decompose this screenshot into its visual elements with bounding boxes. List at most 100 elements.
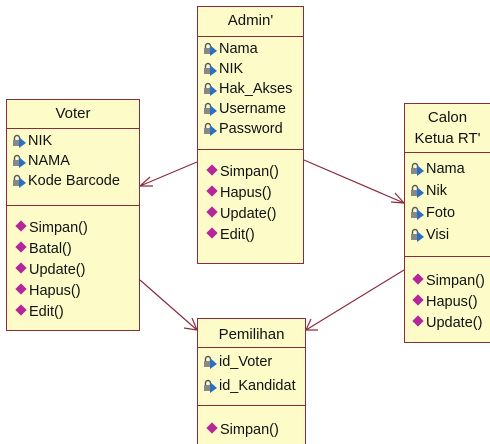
class-admin[interactable]: Admin' Nama NIK Hak_Akses Username Passw… bbox=[197, 6, 304, 264]
attribute-row: Nama bbox=[201, 39, 303, 59]
class-calon-title-line1: Calon bbox=[427, 109, 468, 126]
class-voter[interactable]: Voter NIK NAMA Kode Barcode Simpan() Bat… bbox=[6, 99, 140, 331]
arrow-admin-to-calon bbox=[303, 159, 405, 204]
public-operation-icon bbox=[206, 185, 218, 197]
operation-name: Update() bbox=[29, 262, 86, 278]
arrowhead-pemilihan-right bbox=[305, 318, 318, 331]
attribute-name: NIK bbox=[28, 133, 53, 149]
operation-name: Hapus() bbox=[29, 283, 81, 299]
attribute-name: Foto bbox=[426, 205, 456, 221]
private-attribute-icon bbox=[204, 102, 217, 116]
operation-row: Update() bbox=[412, 313, 490, 334]
attribute-row: Hak_Akses bbox=[201, 79, 303, 99]
class-calon-operations: Simpan() Hapus() Update() bbox=[405, 257, 490, 334]
class-pemilihan-attributes: id_Voter id_Kandidat bbox=[198, 348, 305, 406]
attribute-row: NIK bbox=[10, 131, 139, 151]
attribute-name: Nama bbox=[426, 161, 465, 177]
class-calon-title-line2: Ketua RT' bbox=[414, 130, 481, 147]
operation-row: Simpan() bbox=[206, 162, 303, 183]
private-attribute-icon bbox=[204, 42, 217, 56]
class-admin-attributes: Nama NIK Hak_Akses Username Password bbox=[198, 37, 303, 150]
public-operation-icon bbox=[412, 315, 424, 327]
operation-row: Edit() bbox=[206, 225, 303, 246]
public-operation-icon bbox=[206, 422, 218, 434]
arrow-voter-to-pemilihan bbox=[139, 279, 198, 331]
attribute-row: Password bbox=[201, 119, 303, 139]
attribute-row: Username bbox=[201, 99, 303, 119]
public-operation-icon bbox=[15, 304, 27, 316]
class-calon-ketua-rt[interactable]: Calon Ketua RT' Nama Nik Foto Visi Simpa… bbox=[404, 103, 490, 343]
attribute-row: Visi bbox=[408, 224, 490, 246]
attribute-name: NAMA bbox=[28, 153, 70, 169]
operation-name: Simpan() bbox=[29, 220, 88, 236]
private-attribute-icon bbox=[204, 355, 217, 369]
operation-row: Simpan() bbox=[15, 218, 139, 239]
operation-name: Hapus() bbox=[220, 185, 272, 201]
operation-row: Hapus() bbox=[206, 183, 303, 204]
operation-name: Update() bbox=[426, 315, 483, 331]
operation-row: Batal() bbox=[15, 239, 139, 260]
public-operation-icon bbox=[15, 283, 27, 295]
operation-name: Batal() bbox=[29, 241, 72, 257]
attribute-name: Nama bbox=[219, 41, 258, 57]
class-pemilihan-title: Pemilihan bbox=[198, 319, 305, 348]
operation-name: Simpan() bbox=[426, 273, 485, 289]
private-attribute-icon bbox=[411, 206, 424, 220]
operation-row: Edit() bbox=[15, 302, 139, 323]
private-attribute-icon bbox=[204, 82, 217, 96]
arrow-calon-to-pemilihan bbox=[305, 269, 405, 331]
attribute-row: Foto bbox=[408, 202, 490, 224]
operation-name: Hapus() bbox=[426, 294, 478, 310]
class-pemilihan-operations: Simpan() bbox=[198, 406, 305, 441]
operation-row: Simpan() bbox=[412, 271, 490, 292]
class-pemilihan[interactable]: Pemilihan id_Voter id_Kandidat Simpan() bbox=[197, 318, 306, 444]
class-calon-title: Calon Ketua RT' bbox=[405, 104, 490, 153]
private-attribute-icon bbox=[411, 162, 424, 176]
attribute-name: Kode Barcode bbox=[28, 173, 120, 189]
private-attribute-icon bbox=[204, 379, 217, 393]
attribute-name: id_Voter bbox=[219, 354, 273, 370]
operation-name: Simpan() bbox=[220, 164, 279, 180]
private-attribute-icon bbox=[411, 184, 424, 198]
attribute-name: Hak_Akses bbox=[219, 81, 293, 97]
attribute-row: id_Kandidat bbox=[201, 374, 305, 398]
private-attribute-icon bbox=[204, 122, 217, 136]
public-operation-icon bbox=[15, 220, 27, 232]
attribute-name: NIK bbox=[219, 61, 244, 77]
attribute-row: NAMA bbox=[10, 151, 139, 171]
attribute-name: Password bbox=[219, 121, 283, 137]
attribute-row: Nik bbox=[408, 180, 490, 202]
public-operation-icon bbox=[412, 273, 424, 285]
attribute-row: Nama bbox=[408, 158, 490, 180]
public-operation-icon bbox=[412, 294, 424, 306]
class-voter-title: Voter bbox=[7, 100, 139, 129]
attribute-name: Visi bbox=[426, 227, 450, 243]
operation-row: Update() bbox=[15, 260, 139, 281]
attribute-row: id_Voter bbox=[201, 350, 305, 374]
operation-row: Hapus() bbox=[412, 292, 490, 313]
public-operation-icon bbox=[15, 262, 27, 274]
class-voter-operations: Simpan() Batal() Update() Hapus() Edit() bbox=[7, 206, 139, 323]
attribute-row: NIK bbox=[201, 59, 303, 79]
class-voter-attributes: NIK NAMA Kode Barcode bbox=[7, 129, 139, 206]
attribute-name: Username bbox=[219, 101, 286, 117]
operation-name: Edit() bbox=[29, 304, 64, 320]
class-admin-operations: Simpan() Hapus() Update() Edit() bbox=[198, 150, 303, 246]
operation-name: Edit() bbox=[220, 227, 255, 243]
operation-row: Hapus() bbox=[15, 281, 139, 302]
class-admin-title: Admin' bbox=[198, 7, 303, 37]
private-attribute-icon bbox=[411, 228, 424, 242]
operation-row: Simpan() bbox=[206, 420, 305, 441]
arrowhead-voter bbox=[138, 176, 153, 187]
private-attribute-icon bbox=[13, 174, 26, 188]
operation-row: Update() bbox=[206, 204, 303, 225]
private-attribute-icon bbox=[13, 134, 26, 148]
public-operation-icon bbox=[15, 241, 27, 253]
private-attribute-icon bbox=[204, 62, 217, 76]
attribute-name: Nik bbox=[426, 183, 447, 199]
public-operation-icon bbox=[206, 227, 218, 239]
operation-name: Update() bbox=[220, 206, 277, 222]
attribute-row: Kode Barcode bbox=[10, 171, 139, 191]
attribute-name: id_Kandidat bbox=[219, 378, 296, 394]
public-operation-icon bbox=[206, 164, 218, 176]
